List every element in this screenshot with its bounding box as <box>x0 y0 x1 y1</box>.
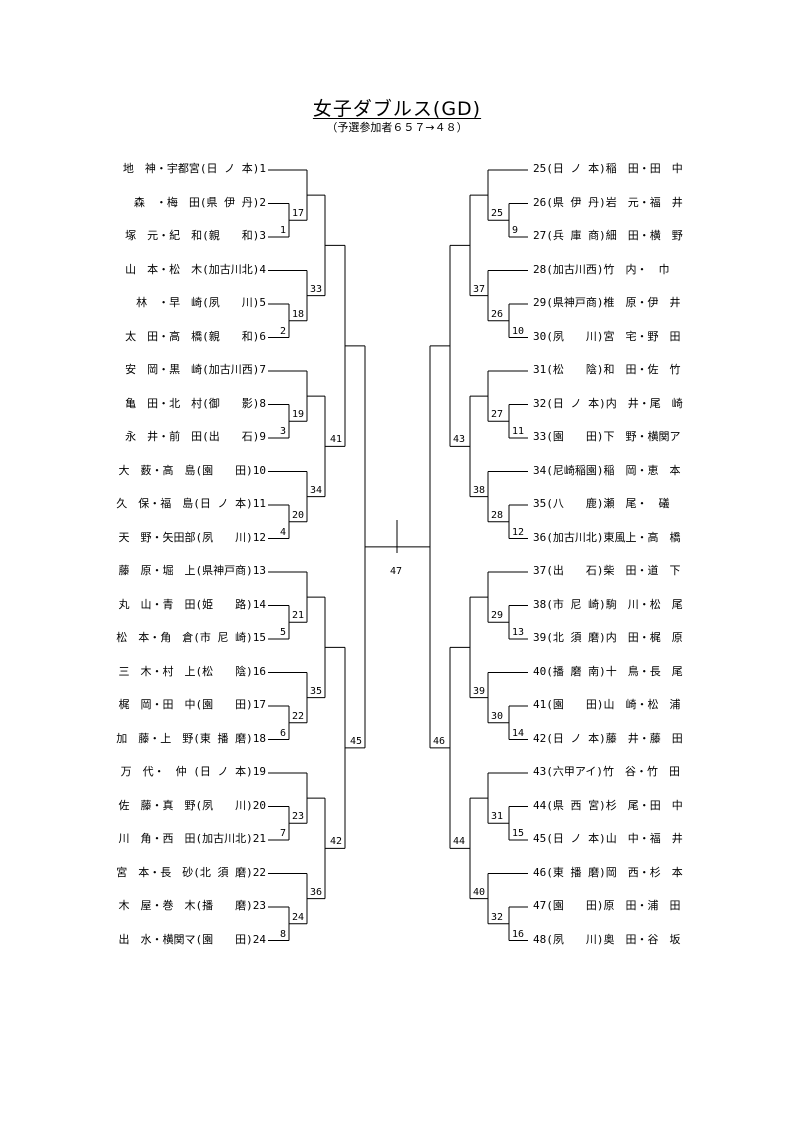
right-r1-match-6-number: 14 <box>512 727 525 739</box>
left-r2-match-3-number: 19 <box>291 409 304 421</box>
right-r1-match-5-number: 13 <box>512 627 525 638</box>
left-r2-match-4-number: 20 <box>291 509 304 521</box>
right-r1-match-7-number: 15 <box>512 828 525 839</box>
right-entry-5: 29(県神戸商)椎 原・伊 井 <box>533 296 681 309</box>
left-r4-match-1-number: 41 <box>329 434 342 446</box>
left-entry-7: 安 岡・黒 崎(加古川西)7 <box>125 363 266 376</box>
left-entry-17: 梶 岡・田 中(園 田)17 <box>118 698 267 711</box>
left-entry-2: 森 ・梅 田(県 伊 丹)2 <box>133 195 266 209</box>
left-entry-20: 佐 藤・真 野(夙 川)20 <box>118 798 267 812</box>
right-r2-match-1-number: 25 <box>491 208 504 220</box>
right-entry-6: 30(夙 川)宮 宅・野 田 <box>533 329 681 343</box>
left-r1-match-2-number: 2 <box>279 325 286 337</box>
right-r3-match-3-number: 39 <box>473 685 486 697</box>
right-r2-match-4-number: 28 <box>491 509 504 521</box>
left-entry-19: 万 代・ 仲 (日 ノ 本)19 <box>120 765 266 778</box>
left-entry-22: 宮 本・長 砂(北 須 磨)22 <box>116 865 266 879</box>
left-entry-16: 三 木・村 上(松 陰)16 <box>118 664 267 678</box>
left-entry-13: 藤 原・堀 上(県神戸商)13 <box>118 564 267 577</box>
right-entry-17: 41(園 田)山 崎・松 浦 <box>533 698 681 711</box>
right-entry-18: 42(日 ノ 本)藤 井・藤 田 <box>533 731 683 745</box>
right-r2-match-2-number: 26 <box>491 308 504 320</box>
left-r1-match-7-number: 7 <box>279 828 286 839</box>
left-r3-match-1-number: 33 <box>309 283 322 295</box>
left-entry-14: 丸 山・青 田(姫 路)14 <box>118 597 267 611</box>
right-entry-22: 46(東 播 磨)岡 西・杉 本 <box>533 865 683 879</box>
left-r2-match-5-number: 21 <box>291 610 304 622</box>
right-r2-match-3-number: 27 <box>491 409 504 421</box>
right-entry-21: 45(日 ノ 本)山 中・福 井 <box>533 832 683 845</box>
left-r2-match-8-number: 24 <box>291 911 304 923</box>
right-entry-11: 35(八 鹿)瀬 尾・ 礒 <box>533 497 670 510</box>
left-r2-match-2-number: 18 <box>291 308 304 320</box>
left-r1-match-1-number: 1 <box>279 225 286 236</box>
left-entry-24: 出 水・横関マ(園 田)24 <box>118 932 267 946</box>
right-entry-16: 40(播 磨 南)十 鳥・長 尾 <box>533 664 683 678</box>
right-entry-4: 28(加古川西)竹 内・ 巾 <box>533 262 670 276</box>
left-r5-match-number: 45 <box>349 735 362 747</box>
final-match-number: 47 <box>390 566 403 577</box>
page-subtitle: （予選参加者６５７→４８） <box>326 121 468 134</box>
left-r4-match-2-number: 42 <box>329 836 342 848</box>
right-r1-match-3-number: 11 <box>512 426 525 437</box>
right-entry-7: 31(松 陰)和 田・佐 竹 <box>533 363 681 376</box>
left-r1-match-5-number: 5 <box>279 627 286 638</box>
left-r1-match-8-number: 8 <box>279 928 286 940</box>
left-r1-match-6-number: 6 <box>279 727 286 739</box>
right-r2-match-5-number: 29 <box>491 610 504 622</box>
right-entry-19: 43(六甲アイ)竹 谷・竹 田 <box>533 765 680 778</box>
right-r1-match-1-number: 9 <box>512 225 519 236</box>
right-entry-23: 47(園 田)原 田・浦 田 <box>533 899 681 912</box>
title-text: 女子ダブルス(GD) <box>312 98 482 120</box>
page-title: 女子ダブルス(GD) <box>0 94 794 121</box>
right-entry-20: 44(県 西 宮)杉 尾・田 中 <box>533 798 683 812</box>
left-r2-match-1-number: 17 <box>291 208 304 220</box>
right-entry-15: 39(北 須 磨)内 田・梶 原 <box>533 631 683 644</box>
left-r1-match-3-number: 3 <box>279 426 286 437</box>
left-entry-21: 川 角・西 田(加古川北)21 <box>118 832 267 845</box>
left-entry-23: 木 屋・巻 木(播 磨)23 <box>118 899 267 912</box>
right-entry-1: 25(日 ノ 本)稲 田・田 中 <box>533 162 683 175</box>
left-entry-4: 山 本・松 木(加古川北)4 <box>125 262 266 276</box>
left-entry-3: 塚 元・紀 和(親 和)3 <box>125 229 266 242</box>
left-entry-1: 地 神・宇都宮(日 ノ 本)1 <box>122 162 266 175</box>
right-entry-24: 48(夙 川)奥 田・谷 坂 <box>533 932 681 946</box>
right-r2-match-8-number: 32 <box>491 911 504 923</box>
right-r1-match-2-number: 10 <box>512 325 525 337</box>
right-r3-match-4-number: 40 <box>473 886 486 898</box>
left-r2-match-7-number: 23 <box>291 811 304 823</box>
right-entry-8: 32(日 ノ 本)内 井・尾 崎 <box>533 396 683 410</box>
right-entry-3: 27(兵 庫 商)細 田・横 野 <box>533 229 683 242</box>
right-entry-10: 34(尼崎稲園)稲 岡・恵 本 <box>533 463 681 477</box>
left-r3-match-4-number: 36 <box>309 886 322 898</box>
right-entry-12: 36(加古川北)東風上・高 橋 <box>533 530 681 544</box>
right-r5-match-number: 46 <box>433 735 446 747</box>
left-entry-6: 太 田・高 橋(親 和)6 <box>125 329 266 343</box>
left-r3-match-2-number: 34 <box>309 484 322 496</box>
right-r1-match-4-number: 12 <box>512 526 525 538</box>
right-entry-14: 38(市 尼 崎)駒 川・松 尾 <box>533 597 683 611</box>
left-entry-10: 大 薮・高 島(園 田)10 <box>118 463 267 477</box>
right-entry-9: 33(園 田)下 野・横関ア <box>533 430 681 443</box>
right-r1-match-8-number: 16 <box>512 928 525 940</box>
left-entry-5: 林 ・早 崎(夙 川)5 <box>136 296 266 309</box>
left-r1-match-4-number: 4 <box>279 526 286 538</box>
right-entry-2: 26(県 伊 丹)岩 元・福 井 <box>533 195 683 209</box>
right-r3-match-1-number: 37 <box>473 283 486 295</box>
right-r4-match-2-number: 44 <box>453 836 466 848</box>
left-entry-9: 永 井・前 田(出 石)9 <box>125 430 266 443</box>
left-entry-18: 加 藤・上 野(東 播 磨)18 <box>116 731 266 745</box>
left-r3-match-3-number: 35 <box>309 685 322 697</box>
right-r3-match-2-number: 38 <box>473 484 486 496</box>
left-entry-12: 天 野・矢田部(夙 川)12 <box>118 530 267 544</box>
right-r4-match-1-number: 43 <box>453 434 466 446</box>
left-entry-8: 亀 田・北 村(御 影)8 <box>125 396 266 410</box>
left-entry-15: 松 本・角 倉(市 尼 崎)15 <box>116 631 266 644</box>
left-r2-match-6-number: 22 <box>291 710 304 722</box>
right-r2-match-6-number: 30 <box>491 710 504 722</box>
left-entry-11: 久 保・福 島(日 ノ 本)11 <box>116 497 266 510</box>
right-r2-match-7-number: 31 <box>491 811 504 823</box>
right-entry-13: 37(出 石)柴 田・道 下 <box>533 564 681 577</box>
